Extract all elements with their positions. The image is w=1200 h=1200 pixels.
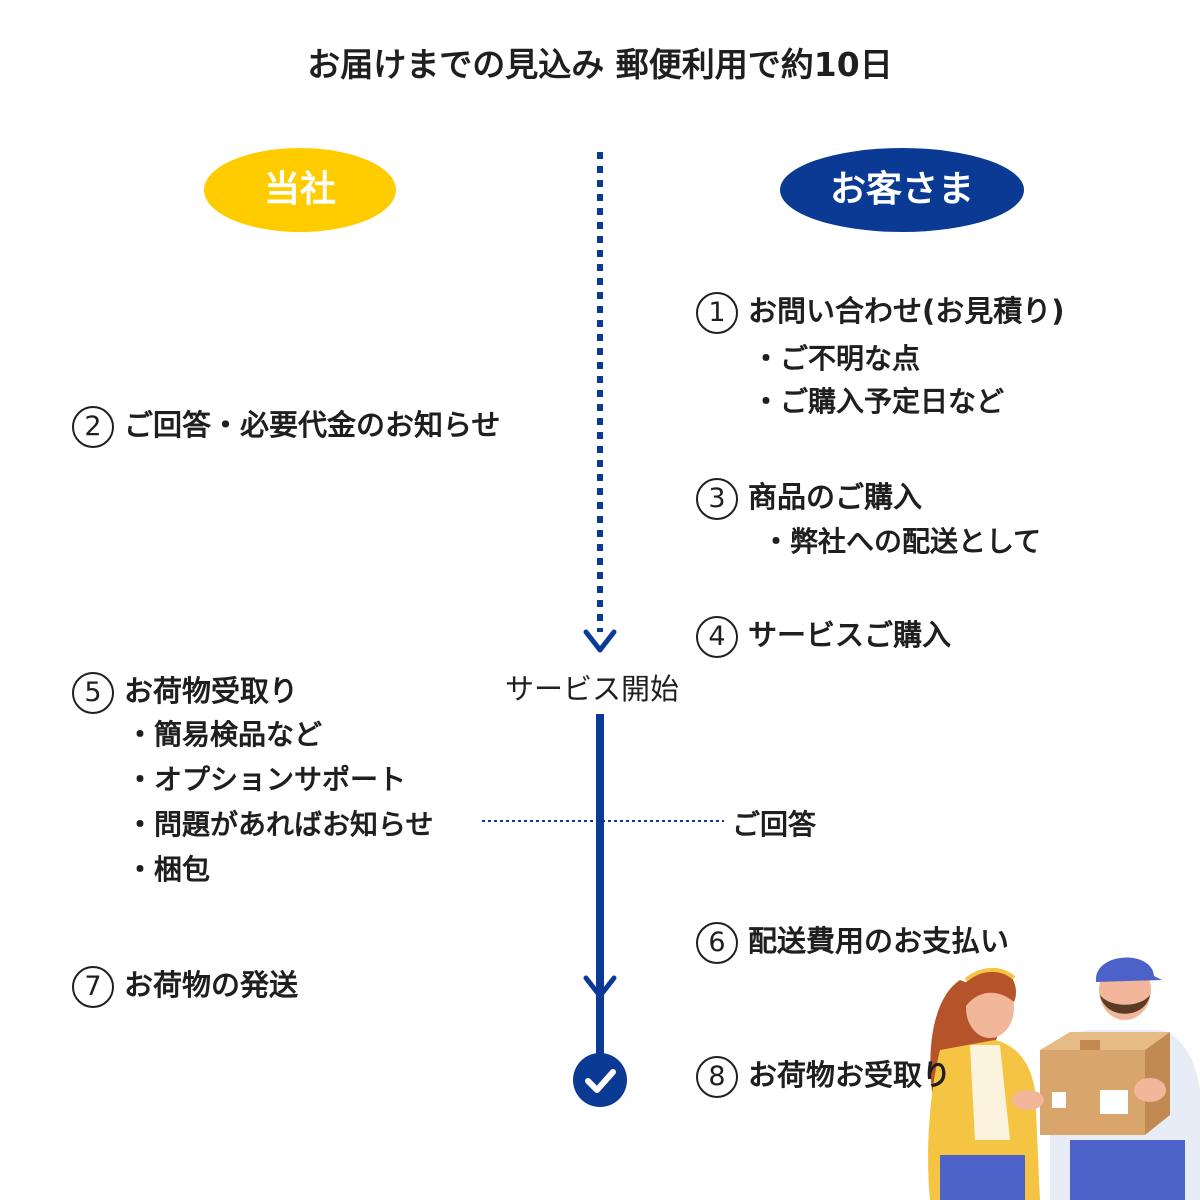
step-number: 7	[72, 966, 114, 1008]
delivery-illustration	[928, 957, 1200, 1200]
customer-label: お客さま	[780, 148, 1024, 232]
step-label: サービスご購入	[748, 618, 952, 652]
step-label: ご回答・必要代金のお知らせ	[124, 408, 501, 442]
step-4: 4 サービスご購入	[696, 612, 951, 658]
step-5-sub: ・オプションサポート	[126, 763, 407, 796]
timeline-arrowhead-top	[583, 629, 617, 653]
step-number: 4	[696, 616, 738, 658]
service-start-label: サービス開始	[505, 672, 680, 706]
step-1-sub: ・ご不明な点	[752, 342, 921, 375]
step-5-sub: ・簡易検品など	[126, 718, 323, 751]
step-3: 3 商品のご購入	[696, 474, 922, 520]
step-7: 7 お荷物の発送	[72, 962, 298, 1008]
step-number: 5	[72, 672, 114, 714]
step-label: お問い合わせ(お見積り)	[748, 294, 1065, 328]
step-5: 5 お荷物受取り	[72, 668, 298, 714]
step-6: 6 配送費用のお支払い	[696, 918, 1009, 964]
step-number: 1	[696, 292, 738, 334]
reply-label: ご回答	[732, 808, 817, 841]
step-2: 2 ご回答・必要代金のお知らせ	[72, 402, 500, 448]
step-8: 8 お荷物お受取り	[696, 1052, 951, 1098]
step-3-sub: ・弊社への配送として	[762, 525, 1042, 558]
step-number: 2	[72, 406, 114, 448]
step-number: 3	[696, 478, 738, 520]
step-5-sub: ・問題があればお知らせ	[126, 808, 434, 841]
step-number: 8	[696, 1056, 738, 1098]
step-label: お荷物受取り	[124, 674, 299, 708]
step-label: 商品のご購入	[748, 480, 923, 514]
check-icon	[573, 1053, 627, 1107]
step-label: お荷物お受取り	[748, 1058, 952, 1092]
step-label: お荷物の発送	[124, 968, 299, 1002]
step-label: 配送費用のお支払い	[748, 924, 1010, 958]
step-1: 1 お問い合わせ(お見積り)	[696, 288, 1065, 334]
page-title: お届けまでの見込み 郵便利用で約10日	[307, 45, 893, 84]
step-1-sub: ・ご購入予定日など	[752, 385, 1005, 418]
timeline-arrowhead-mid	[583, 975, 617, 999]
step-number: 6	[696, 922, 738, 964]
step-5-sub: ・梱包	[126, 853, 211, 886]
company-label: 当社	[204, 148, 396, 232]
